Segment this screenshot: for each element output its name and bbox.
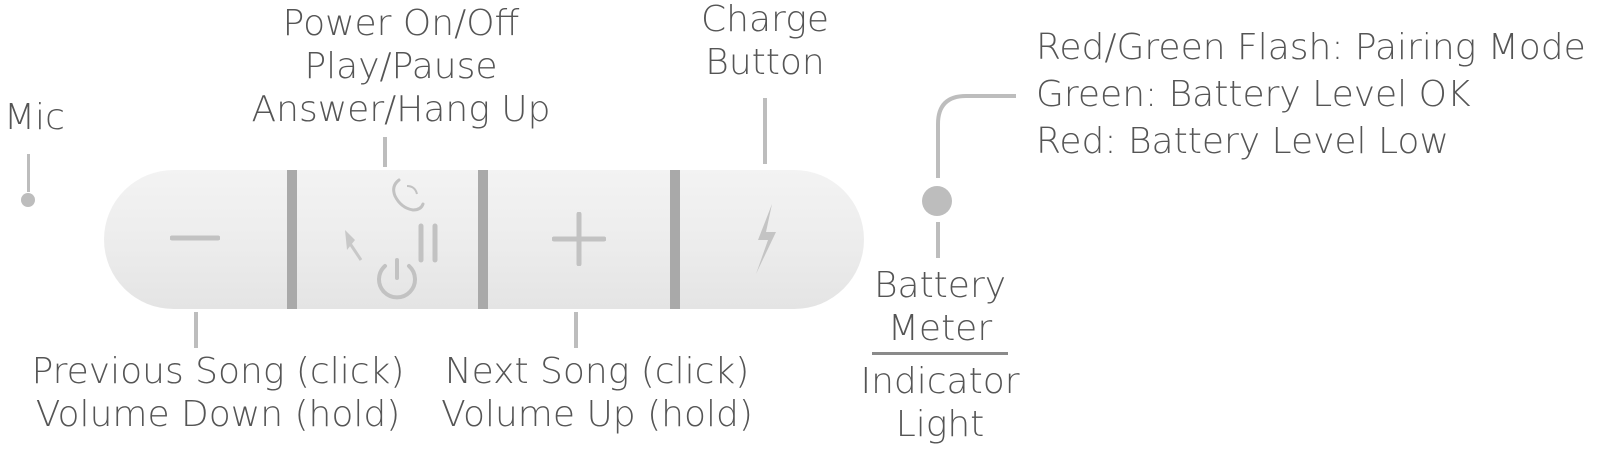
indicator-leader-line (936, 94, 1016, 178)
charge-label-line-1: Charge (701, 0, 829, 40)
mic-label: Mic (4, 97, 65, 138)
next-label-line-2: Volume Up (hold) (441, 394, 753, 435)
button-separator-1 (287, 170, 297, 309)
next-song-label: Next Song (click) Volume Up (hold) (434, 350, 760, 436)
battery-meter-leader-line (936, 222, 940, 258)
indicator-light-label: Indicator Light (860, 360, 1020, 446)
indicator-light-line-1: Indicator (860, 361, 1020, 402)
charge-button[interactable] (680, 170, 864, 309)
power-label-line-1: Power On/Off (282, 3, 520, 44)
indicator-state-pairing: Red/Green Flash: Pairing Mode (1036, 27, 1586, 68)
power-label-line-2: Play/Pause (304, 46, 498, 87)
power-play-phone-icon (345, 178, 438, 300)
volume-up-button[interactable] (488, 170, 670, 309)
indicator-light-line-2: Light (895, 404, 985, 445)
power-play-answer-button[interactable] (297, 170, 478, 309)
minus-icon (170, 235, 220, 241)
charge-label-line-2: Button (705, 42, 825, 83)
previous-label-line-1: Previous Song (click) (31, 351, 405, 392)
headset-control-strip (104, 170, 864, 309)
indicator-state-ok: Green: Battery Level OK (1036, 74, 1471, 115)
indicator-state-low: Red: Battery Level Low (1036, 121, 1449, 162)
next-leader-line (574, 312, 578, 348)
charge-button-label: Charge Button (680, 0, 850, 84)
power-leader-line (383, 137, 387, 167)
button-separator-3 (670, 170, 680, 309)
mic-leader-line (27, 154, 30, 192)
charge-leader-line (763, 98, 767, 164)
battery-indicator-divider (872, 352, 1008, 355)
button-separator-2 (478, 170, 488, 309)
mic-dot (21, 193, 35, 207)
volume-down-button[interactable] (104, 170, 287, 309)
battery-meter-label: Battery Meter (860, 264, 1020, 350)
indicator-states-legend: Red/Green Flash: Pairing Mode Green: Bat… (1036, 24, 1586, 165)
previous-song-label: Previous Song (click) Volume Down (hold) (16, 350, 420, 436)
indicator-light-dot (922, 186, 952, 216)
previous-leader-line (194, 312, 198, 348)
battery-meter-line-2: Meter (887, 308, 993, 349)
power-play-answer-label: Power On/Off Play/Pause Answer/Hang Up (236, 2, 566, 131)
battery-meter-line-1: Battery (873, 265, 1007, 306)
power-label-line-3: Answer/Hang Up (251, 89, 551, 130)
lightning-bolt-icon (756, 204, 776, 274)
next-label-line-1: Next Song (click) (444, 351, 750, 392)
previous-label-line-2: Volume Down (hold) (35, 394, 401, 435)
plus-icon (552, 212, 606, 266)
